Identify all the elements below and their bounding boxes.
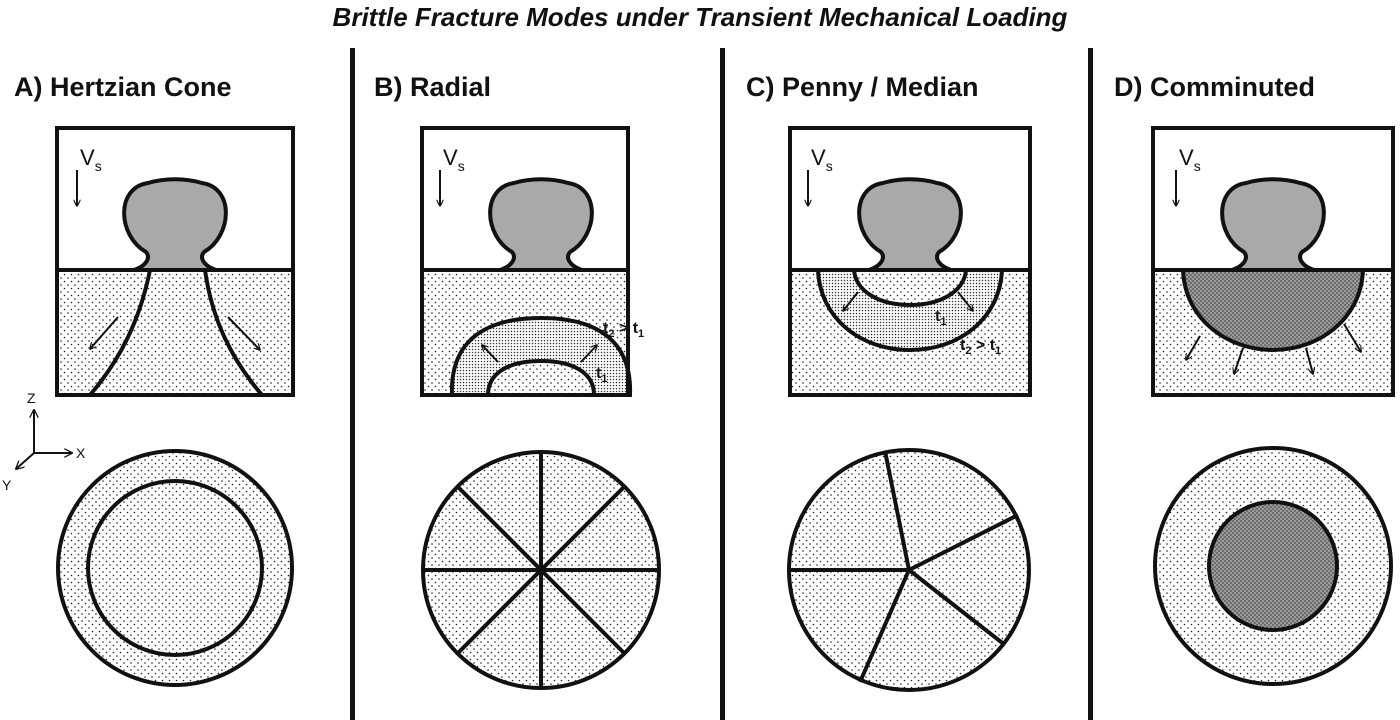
projectile (122, 177, 228, 272)
panel-title-hertzian: A) Hertzian Cone (14, 72, 232, 102)
axis-triad: Z X Y (2, 390, 86, 493)
crack-arrow (90, 316, 119, 349)
crack-front-t1 (851, 268, 969, 308)
panel-title-radial: B) Radial (374, 72, 492, 102)
panel-divider-2 (720, 48, 725, 720)
figure-title: Brittle Fracture Modes under Transient M… (332, 2, 1068, 32)
panel-c-top-view (787, 448, 1031, 692)
cone-ring (86, 479, 264, 657)
projectile (857, 177, 963, 272)
panel-title-penny: C) Penny / Median (746, 72, 979, 102)
panel-c-side-view: t1 t2 > t1 Vs (788, 126, 1032, 397)
velocity-label: Vs (811, 145, 833, 174)
panel-a-side-view: Vs (55, 126, 295, 397)
time-label-t2: t2 > t1 (960, 337, 1001, 357)
panel-frame (55, 126, 295, 397)
panel-divider-3 (1088, 48, 1093, 720)
growth-arrow (580, 345, 597, 363)
growth-arrow (482, 345, 499, 363)
velocity-label: Vs (1179, 145, 1201, 174)
comminuted-zone (1180, 268, 1366, 353)
projectile (1220, 177, 1326, 272)
panel-frame (420, 126, 630, 397)
panel-frame (1151, 126, 1395, 397)
panel-d-side-view: Vs (1151, 126, 1395, 397)
fragment-arrow (1305, 347, 1313, 374)
projectile (488, 177, 594, 272)
time-label-t1: t1 (935, 308, 946, 328)
panel-b-top-view (421, 450, 661, 690)
y-axis (16, 452, 35, 469)
radial-cracks (423, 452, 659, 688)
y-axis-label: Y (2, 477, 12, 493)
velocity-label: Vs (443, 145, 465, 174)
comminuted-core (1207, 500, 1339, 632)
fragment-arrow (1186, 335, 1201, 360)
target-block (57, 270, 293, 395)
velocity-label: Vs (80, 145, 102, 174)
panel-divider-1 (350, 48, 355, 720)
fragment-arrow (1234, 347, 1244, 374)
panel-title-comminuted: D) Comminuted (1114, 72, 1315, 102)
time-label-t1: t1 (596, 365, 607, 385)
growth-arrow (843, 291, 859, 311)
cone-crack (88, 269, 264, 397)
radial-cracks (789, 450, 1019, 683)
crack-arrow (227, 316, 260, 350)
z-axis-label: Z (27, 390, 36, 406)
x-axis-label: X (76, 445, 86, 461)
panel-d-top-view (1153, 446, 1393, 686)
panel-a-top-view (56, 449, 294, 687)
crack-front-t1 (485, 358, 597, 397)
panel-frame (788, 126, 1032, 397)
fragment-arrow (1343, 323, 1361, 352)
growth-arrow (957, 291, 973, 311)
panel-b-side-view: t2 > t1 t1 Vs (420, 126, 644, 397)
